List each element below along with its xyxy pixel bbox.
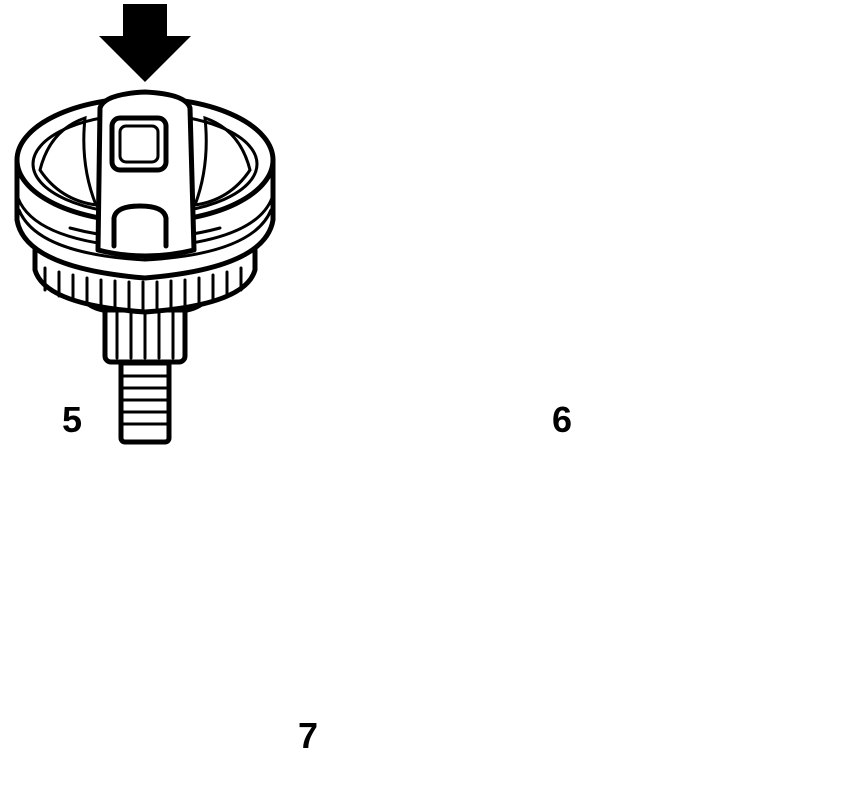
cage-window-inner — [118, 124, 160, 164]
step-5-illustration — [17, 4, 273, 442]
cage-window — [111, 203, 169, 249]
down-arrow-icon — [99, 4, 191, 82]
step-number-5: 5 — [62, 399, 83, 440]
cage-window — [109, 115, 169, 173]
ball-pocket — [38, 115, 99, 207]
step-number-7: 7 — [298, 715, 319, 756]
step-number-6: 6 — [552, 399, 573, 440]
ball-pocket — [192, 115, 252, 207]
